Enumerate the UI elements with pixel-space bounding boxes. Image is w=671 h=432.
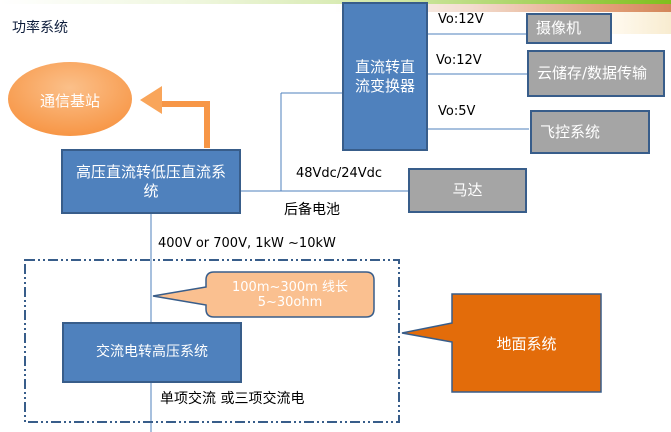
backup-battery-label: 后备电池 <box>284 202 340 218</box>
hv-spec-label: 400V or 700V, 1kW ~10kW <box>158 236 336 251</box>
flight-control-label: 飞控系统 <box>540 122 601 141</box>
dc-dc-converter-label: 直流转直流变换器 <box>354 57 415 95</box>
ac-to-hv-label: 交流电转高压系统 <box>96 344 208 360</box>
ground-system-label: 地面系统 <box>496 335 557 353</box>
header-decor-orange <box>335 4 671 12</box>
ground-system-callout <box>401 293 602 393</box>
hv-dc-to-lv-dc-label: 高压直流转低压直流系统 <box>75 162 226 200</box>
vo-flight-label: Vo:5V <box>438 104 476 119</box>
flight-control-box[interactable]: 飞控系统 <box>530 110 650 154</box>
cloud-storage-label: 云储存/数据传输 <box>537 64 648 82</box>
hv-dc-to-lv-dc-box[interactable]: 高压直流转低压直流系统 <box>61 149 241 214</box>
ac-input-label: 单项交流 或三项交流电 <box>160 391 305 407</box>
base-station-label: 通信基站 <box>40 92 101 110</box>
vo-cloud-label: Vo:12V <box>436 53 482 68</box>
uplink-arrowhead <box>140 86 162 114</box>
cable-spec-line1: 100m~300m 线长 <box>232 280 348 295</box>
dc-dc-converter-box[interactable]: 直流转直流变换器 <box>342 2 428 151</box>
camera-label: 摄像机 <box>536 19 582 37</box>
header-decor-cream <box>610 12 671 34</box>
bus-voltage-label: 48Vdc/24Vdc <box>296 166 383 181</box>
motor-box[interactable]: 马达 <box>408 168 527 213</box>
cable-spec-line2: 5~30ohm <box>257 295 323 310</box>
cloud-storage-box[interactable]: 云储存/数据传输 <box>527 50 665 97</box>
cable-spec-callout <box>152 271 375 318</box>
header-decor-green <box>0 0 671 4</box>
uplink-arrow <box>160 101 210 148</box>
vo-camera-label: Vo:12V <box>438 12 484 27</box>
page-title: 功率系统 <box>12 20 68 36</box>
motor-label: 马达 <box>452 181 483 199</box>
ground-system-boundary <box>24 259 400 423</box>
camera-box[interactable]: 摄像机 <box>526 13 612 44</box>
ac-to-hv-box[interactable]: 交流电转高压系统 <box>62 322 242 383</box>
base-station-ellipse <box>8 62 132 136</box>
